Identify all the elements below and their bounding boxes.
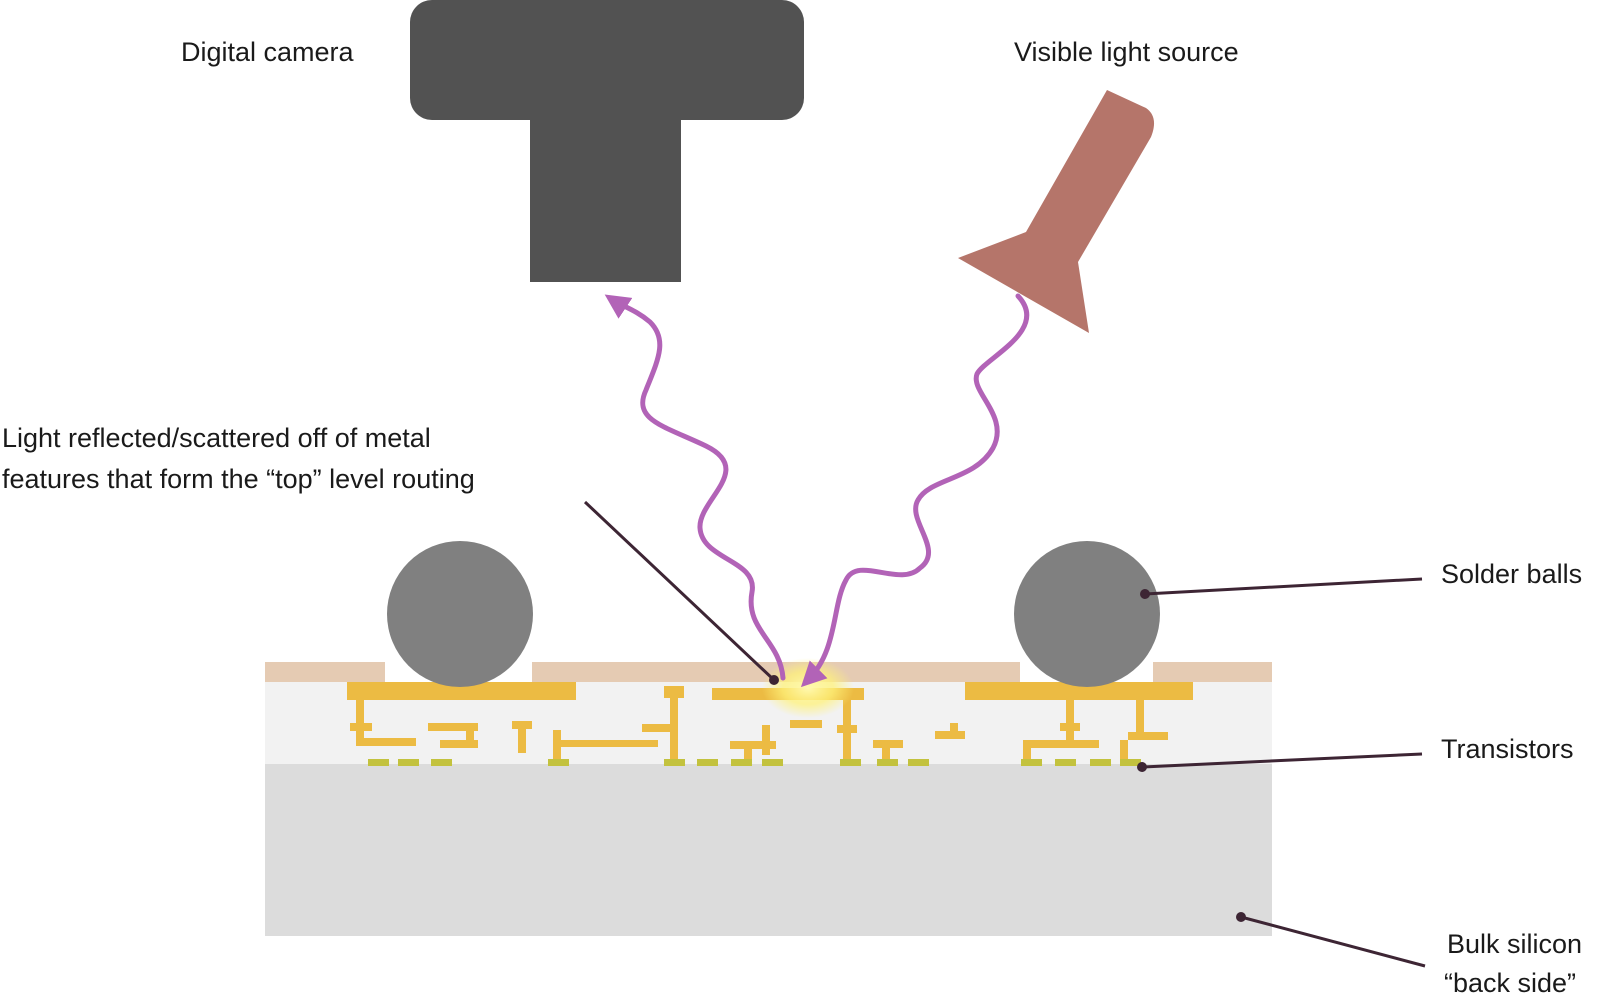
label-back-side: “back side” (1444, 968, 1577, 998)
label-transistors: Transistors (1441, 734, 1574, 764)
label-bulk-silicon: Bulk silicon (1447, 929, 1583, 959)
label-reflection-line2: features that form the “top” level routi… (2, 464, 475, 494)
reflection-glow (762, 658, 854, 718)
pointer-reflection-dot (769, 675, 779, 685)
pointer-bulk (1240, 915, 1426, 968)
pointer-lines (583, 500, 1426, 968)
label-reflection-line1: Light reflected/scattered off of metal (2, 423, 431, 453)
transistors (368, 759, 1141, 766)
digital-camera-icon (410, 0, 804, 282)
pointer-solder-dot (1140, 589, 1150, 599)
label-solder-balls: Solder balls (1441, 559, 1583, 589)
pointer-solder (1144, 577, 1423, 596)
label-digital-camera: Digital camera (181, 37, 354, 67)
label-visible-light-source: Visible light source (1014, 37, 1239, 67)
pointer-transistors-dot (1137, 762, 1147, 772)
pointer-reflection (583, 500, 776, 682)
light-source-icon (958, 90, 1155, 333)
solder-ball-left (387, 541, 533, 687)
reflected-light-wave (604, 294, 786, 681)
pointer-bulk-dot (1236, 912, 1246, 922)
incident-light-wave (800, 293, 1030, 688)
solder-ball-right (1014, 541, 1160, 687)
bulk-silicon (265, 763, 1272, 936)
pointer-transistors (1141, 752, 1423, 769)
